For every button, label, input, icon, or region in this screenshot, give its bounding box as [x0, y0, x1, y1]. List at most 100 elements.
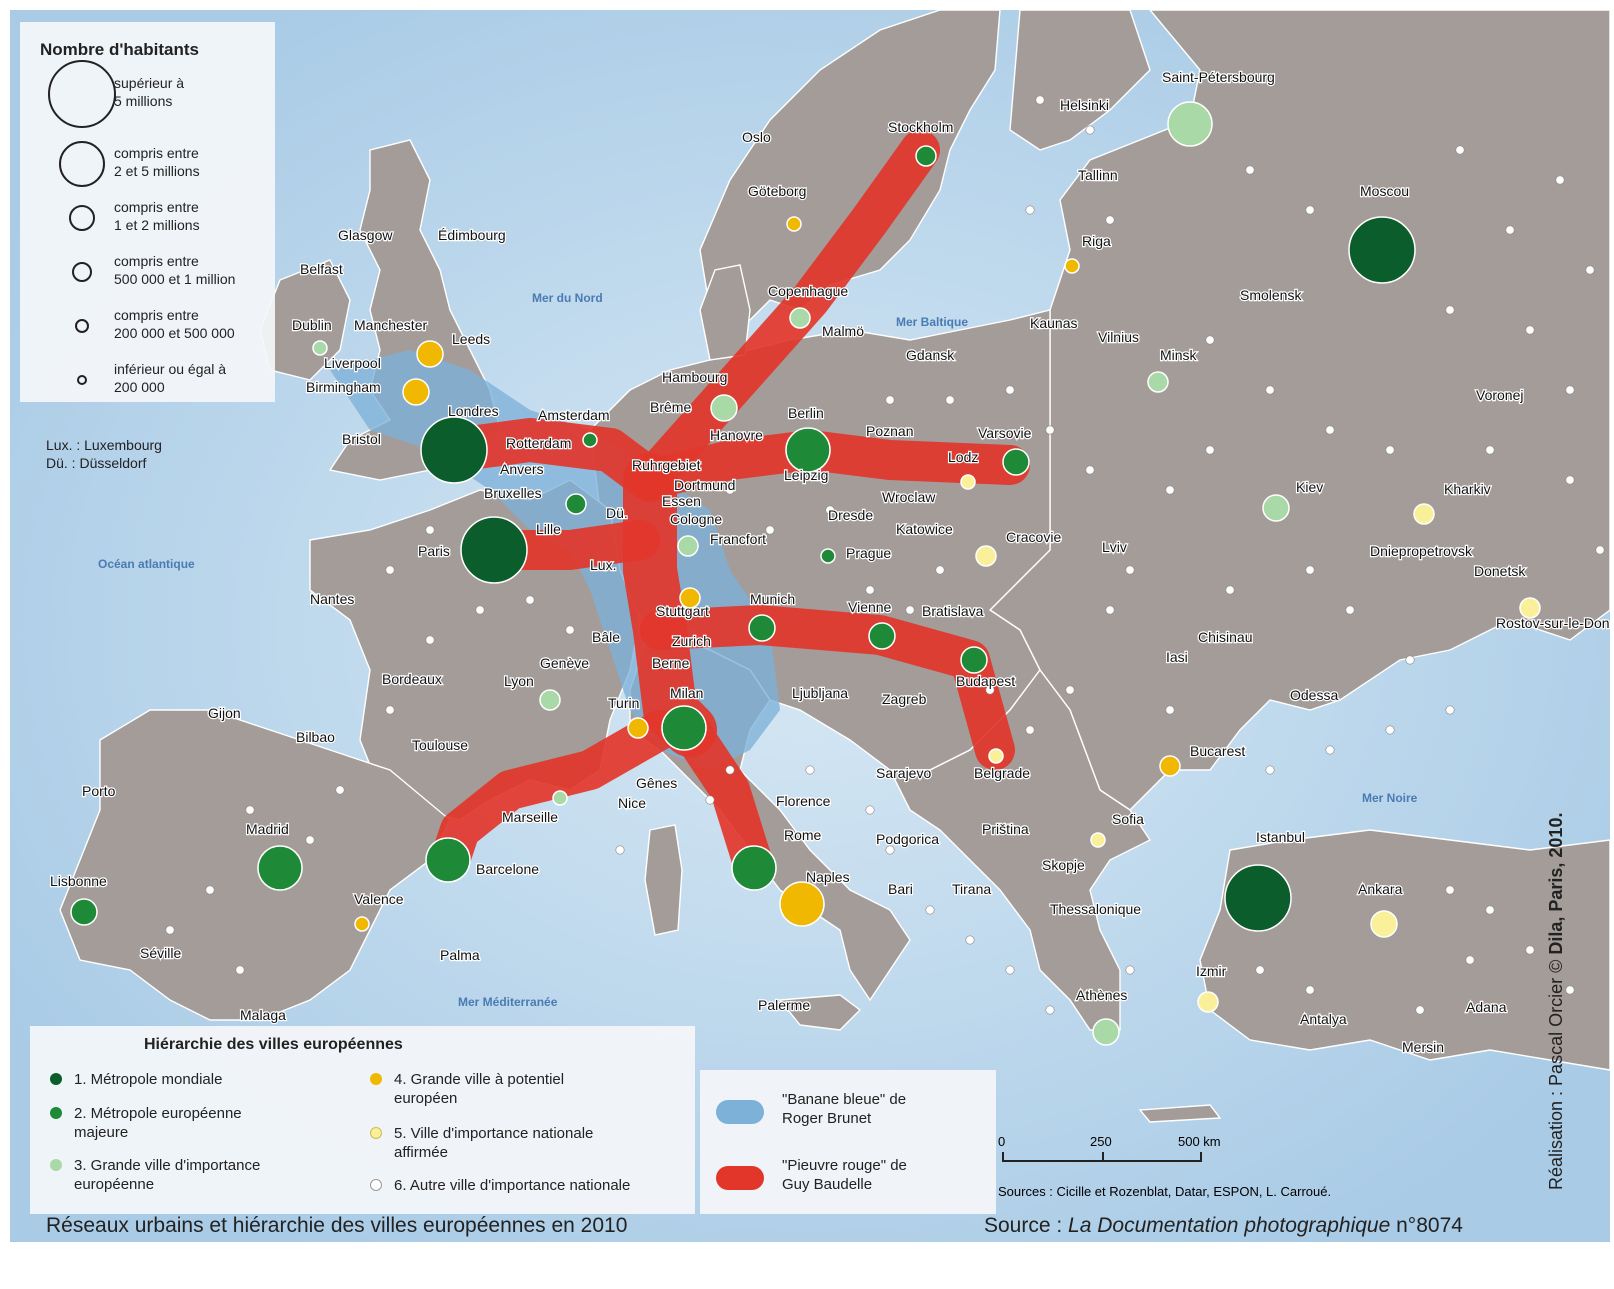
city-marker [679, 587, 701, 609]
city-label: Wroclaw [882, 489, 936, 505]
city-label: Munich [750, 591, 795, 607]
city-marker [402, 378, 430, 406]
sea-label: Mer Noire [1362, 791, 1418, 805]
minor-city-marker [1045, 1005, 1055, 1015]
city-label: Saint-Pétersbourg [1162, 69, 1275, 85]
city-label: Sofia [1112, 811, 1144, 827]
minor-city-marker [1265, 765, 1275, 775]
city-marker [960, 646, 988, 674]
city-marker [1090, 832, 1106, 848]
city-label: Bratislava [922, 603, 984, 619]
city-label: Vilnius [1098, 329, 1139, 345]
city-label: Hambourg [662, 369, 727, 385]
city-label: Vienne [848, 599, 892, 615]
minor-city-marker [475, 605, 485, 615]
size-legend-label-line2: 2 et 5 millions [114, 163, 200, 179]
city-marker [460, 516, 528, 584]
city-label: Istanbul [1256, 829, 1305, 845]
size-legend-circle-6 [77, 375, 87, 385]
hierarchy-label-5: 5. Ville d'importance nationale affirmée [394, 1125, 594, 1161]
city-label: Izmir [1196, 963, 1227, 979]
city-marker [70, 898, 98, 926]
city-label: Glasgow [338, 227, 393, 243]
city-label: Adana [1466, 999, 1507, 1015]
city-label: Chisinau [1198, 629, 1252, 645]
city-label: Belfast [300, 261, 343, 277]
scale-bar: 0 250 500 km [998, 1134, 1222, 1180]
size-legend-label-line2: 200 000 et 500 000 [114, 325, 235, 341]
city-label: Zagreb [882, 691, 927, 707]
city-label: Prague [846, 545, 891, 561]
size-legend-label-line2: 5 millions [114, 93, 173, 109]
city-label: Thessalonique [1050, 901, 1141, 917]
size-legend-circle-2 [59, 141, 105, 187]
hierarchy-label-3: 3. Grande ville d'importance européenne [74, 1157, 261, 1193]
minor-city-marker [525, 595, 535, 605]
hierarchy-item-6: 6. Autre ville d'importance nationale [370, 1176, 690, 1195]
minor-city-marker [965, 935, 975, 945]
hierarchy-dot-5 [370, 1127, 382, 1139]
city-marker [820, 548, 836, 564]
hierarchy-dot-2 [50, 1107, 62, 1119]
minor-city-marker [935, 565, 945, 575]
minor-city-marker [1085, 465, 1095, 475]
city-marker [425, 837, 471, 883]
city-marker [731, 845, 777, 891]
minor-city-marker [1405, 655, 1415, 665]
land-sardinia [644, 824, 683, 936]
size-legend-label-line2: 1 et 2 millions [114, 217, 200, 233]
city-label: Florence [776, 793, 831, 809]
hierarchy-label-1: 1. Métropole mondiale [74, 1071, 223, 1088]
minor-city-marker [1005, 385, 1015, 395]
city-label: Séville [140, 945, 181, 961]
hierarchy-item-2: 2. Métropole européenne majeure [50, 1104, 270, 1142]
city-marker [312, 340, 328, 356]
city-label: Riga [1082, 233, 1111, 249]
minor-city-marker [1165, 705, 1175, 715]
minor-city-marker [385, 705, 395, 715]
minor-city-marker [1125, 565, 1135, 575]
city-label: Podgorica [876, 831, 939, 847]
minor-city-marker [565, 625, 575, 635]
minor-city-marker [615, 845, 625, 855]
minor-city-marker [305, 835, 315, 845]
minor-city-marker [1345, 605, 1355, 615]
caption-source-work: La Documentation photographique [1068, 1214, 1391, 1237]
city-label: Bilbao [296, 729, 335, 745]
minor-city-marker [1305, 205, 1315, 215]
city-label: Essen [662, 493, 701, 509]
caption-title: Réseaux urbains et hiérarchie des villes… [46, 1214, 628, 1237]
city-label: Rotterdam [506, 435, 571, 451]
minor-city-marker [1565, 385, 1575, 395]
zones-legend: "Banane bleue" de Roger Brunet "Pieuvre … [700, 1070, 996, 1214]
size-legend-circle-4 [72, 262, 92, 282]
city-marker [1519, 597, 1541, 619]
city-marker [1167, 101, 1213, 147]
city-marker [1262, 494, 1290, 522]
city-label: Cologne [670, 511, 722, 527]
hierarchy-label-2: 2. Métropole européenne majeure [74, 1105, 242, 1141]
minor-city-marker [1565, 475, 1575, 485]
pieuvre-rouge-label: "Pieuvre rouge" de Guy Baudelle [782, 1156, 907, 1194]
city-label: Priština [982, 821, 1029, 837]
scale-tick-250 [1102, 1152, 1104, 1162]
city-marker [539, 689, 561, 711]
minor-city-marker [1025, 205, 1035, 215]
scale-label-0: 0 [998, 1134, 1006, 1149]
minor-city-marker [1485, 905, 1495, 915]
minor-city-marker [925, 905, 935, 915]
minor-city-marker [1565, 985, 1575, 995]
city-label: Donetsk [1474, 563, 1526, 579]
city-labels: OsloStockholmHelsinkiSaint-PétersbourgTa… [49, 68, 1610, 1056]
city-marker [677, 535, 699, 557]
city-marker [915, 145, 937, 167]
city-label: Barcelone [476, 861, 539, 877]
city-marker [565, 493, 587, 515]
city-label: Lisbonne [50, 873, 107, 889]
minor-city-marker [1125, 965, 1135, 975]
hierarchy-label-6: 6. Autre ville d'importance nationale [394, 1177, 631, 1194]
minor-city-marker [1485, 445, 1495, 455]
city-label: Katowice [896, 521, 953, 537]
